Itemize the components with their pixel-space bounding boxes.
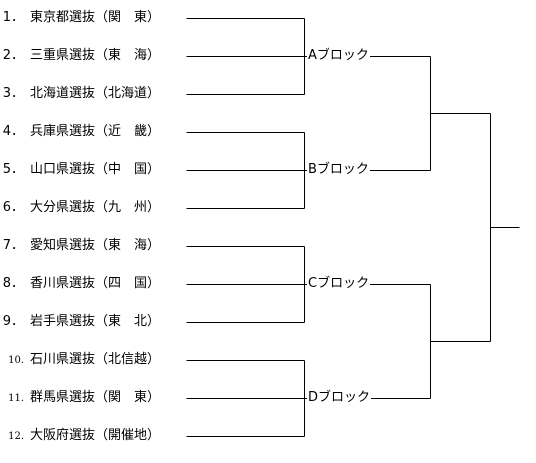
- team-seed: 2．: [2, 48, 24, 63]
- team-seed: 3．: [2, 86, 24, 101]
- team-name: 大分県選抜（九 州）: [30, 200, 161, 215]
- team-entry-10: 10. 石川県選抜（北信越）: [0, 350, 160, 370]
- team-seed: 1．: [2, 10, 24, 25]
- team-seed: 4．: [2, 124, 24, 139]
- team-name: 北海道選抜（北海道）: [30, 86, 161, 101]
- team-entry-2: 2． 三重県選抜（東 海）: [0, 46, 160, 66]
- team-name: 香川県選抜（四 国）: [30, 276, 161, 291]
- team-seed: 10.: [8, 355, 24, 366]
- team-seed: 12.: [8, 431, 24, 442]
- team-entry-12: 12. 大阪府選抜（開催地）: [0, 426, 160, 446]
- team-seed: 9．: [2, 314, 24, 329]
- team-entry-1: 1． 東京都選抜（関 東）: [0, 8, 160, 28]
- block-label-d: Dブロック: [307, 388, 372, 408]
- team-name: 石川県選抜（北信越）: [30, 352, 161, 367]
- team-name: 岩手県選抜（東 北）: [30, 314, 161, 329]
- block-label-b: Bブロック: [307, 160, 370, 180]
- team-entry-3: 3． 北海道選抜（北海道）: [0, 84, 160, 104]
- block-label-c: Cブロック: [307, 274, 371, 294]
- team-name: 兵庫県選抜（近 畿）: [30, 124, 161, 139]
- team-name: 三重県選抜（東 海）: [30, 48, 161, 63]
- team-entry-8: 8． 香川県選抜（四 国）: [0, 274, 160, 294]
- team-name: 大阪府選抜（開催地）: [30, 428, 161, 443]
- team-entry-4: 4． 兵庫県選抜（近 畿）: [0, 122, 160, 142]
- team-name: 東京都選抜（関 東）: [30, 10, 161, 25]
- team-seed: 5．: [2, 162, 24, 177]
- team-entry-5: 5． 山口県選抜（中 国）: [0, 160, 160, 180]
- team-name: 愛知県選抜（東 海）: [30, 238, 161, 253]
- team-seed: 6．: [2, 200, 24, 215]
- team-seed: 8．: [2, 276, 24, 291]
- team-entry-9: 9． 岩手県選抜（東 北）: [0, 312, 160, 332]
- team-entry-7: 7． 愛知県選抜（東 海）: [0, 236, 160, 256]
- team-seed: 7．: [2, 238, 24, 253]
- team-entry-6: 6． 大分県選抜（九 州）: [0, 198, 160, 218]
- team-entry-11: 11. 群馬県選抜（関 東）: [0, 388, 160, 408]
- team-name: 山口県選抜（中 国）: [30, 162, 161, 177]
- block-label-a: Aブロック: [307, 46, 370, 66]
- team-name: 群馬県選抜（関 東）: [30, 390, 161, 405]
- team-seed: 11.: [8, 393, 24, 404]
